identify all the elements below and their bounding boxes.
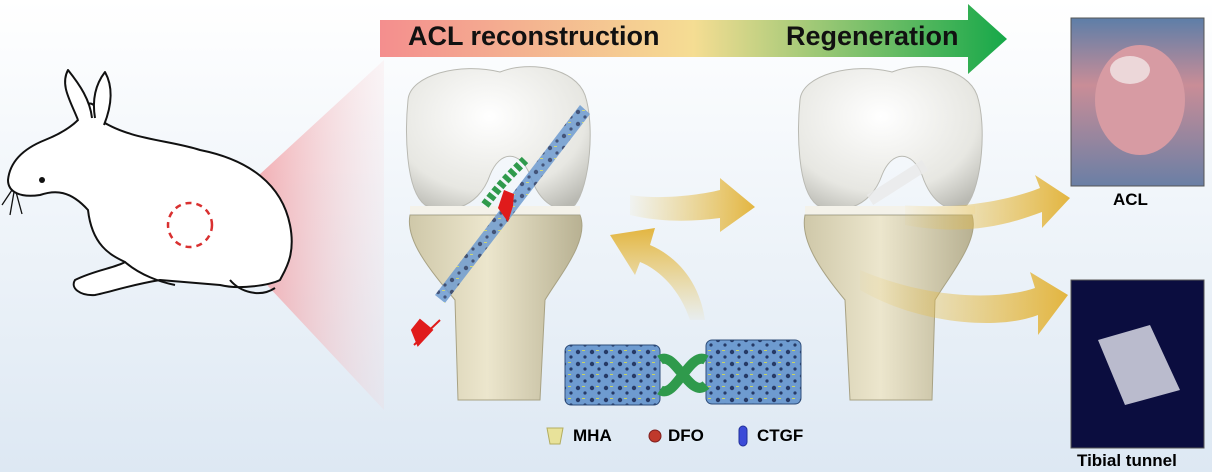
regenerated-ligament [866, 159, 929, 206]
scaffold-illustration [564, 339, 802, 406]
knee-reconstruction [406, 66, 591, 401]
mha-icon [546, 427, 564, 445]
header-right-label: Regeneration [786, 21, 959, 51]
zoom-cone [208, 60, 384, 410]
dfo-icon [648, 429, 662, 443]
legend-label-dfo: DFO [668, 426, 704, 445]
flow-arrow-center [630, 178, 755, 232]
acl-photo [1070, 17, 1205, 187]
flow-arrow-up [610, 228, 705, 320]
flow-arrow-top-right [905, 175, 1070, 230]
knee-highlight [166, 201, 214, 249]
tibial-tunnel-photo [1070, 279, 1205, 449]
photo-caption-acl: ACL [1113, 190, 1148, 209]
photo-caption-tibial-tunnel: Tibial tunnel [1077, 451, 1177, 470]
red-arrow-upper [498, 190, 514, 222]
red-arrow-lower [410, 318, 441, 347]
ctgf-icon [738, 425, 748, 447]
knee-regeneration [798, 66, 983, 401]
rabbit-illustration [1, 69, 293, 297]
legend-label-mha: MHA [573, 426, 612, 445]
flow-arrow-bottom-right [860, 270, 1068, 335]
header-arrow [380, 4, 1007, 74]
header-left-label: ACL reconstruction [408, 21, 660, 51]
legend-label-ctgf: CTGF [757, 426, 804, 445]
